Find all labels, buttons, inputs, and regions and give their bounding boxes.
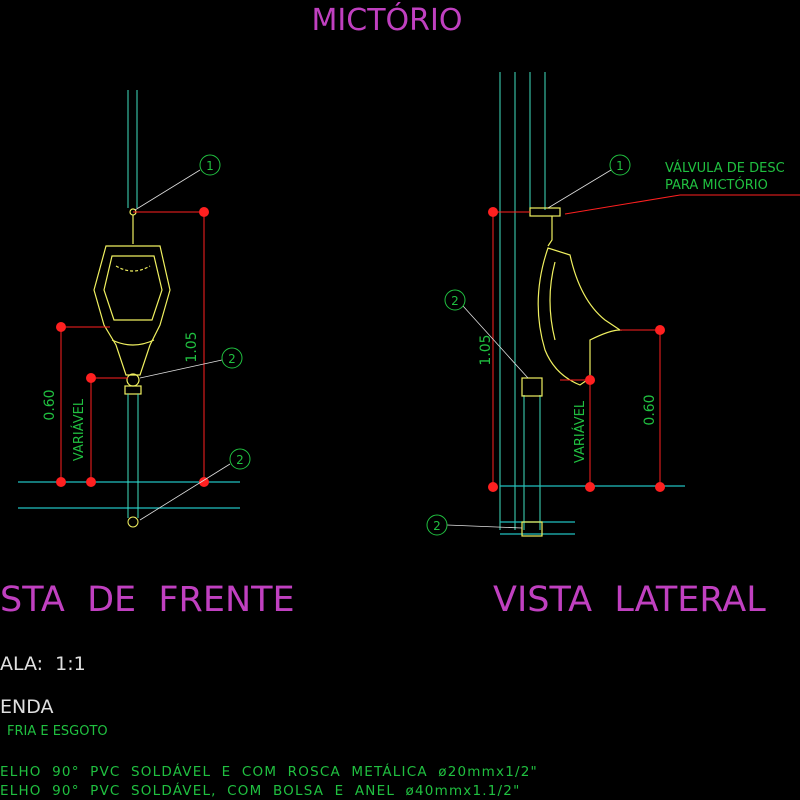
floor-lines	[500, 485, 685, 535]
side-dim-total: 1.05	[478, 334, 494, 365]
front-view-label: STA DE FRENTE	[0, 580, 295, 620]
dimension-points	[488, 207, 665, 492]
side-dim-height: 0.60	[642, 394, 658, 425]
legend-subtitle: FRIA E ESGOTO	[7, 724, 108, 739]
supply-pipe	[127, 90, 138, 208]
side-dim-variable: VARIÁVEL	[572, 400, 588, 463]
leaders	[134, 169, 231, 521]
front-view: 1.05 0.60 VARIÁVEL 1 2 2 STA DE FRENTE	[0, 90, 295, 620]
front-dim-variable: VARIÁVEL	[71, 398, 87, 461]
front-dim-height: 0.60	[42, 389, 58, 420]
drawing-title: MICTÓRIO	[312, 1, 463, 38]
side-view: 1.05 0.60 VARIÁVEL 1 2 2 VÁLVULA DE DESC…	[426, 72, 800, 620]
dimension-lines	[492, 194, 800, 487]
valve-note-line1: VÁLVULA DE DESC	[665, 160, 785, 176]
front-dim-total: 1.05	[184, 331, 200, 362]
leaders	[446, 169, 612, 529]
side-callout-2b: 2	[433, 519, 441, 533]
dimension-lines	[60, 211, 205, 482]
waste-pipe	[127, 394, 139, 528]
wall-lines	[499, 72, 546, 530]
legend-item-2: ELHO 90° PVC SOLDÁVEL, COM BOLSA E ANEL …	[0, 782, 521, 799]
callout-circles	[426, 154, 631, 536]
legend-item-1: ELHO 90° PVC SOLDÁVEL E COM ROSCA METÁLI…	[0, 763, 538, 780]
front-callout-2a: 2	[228, 352, 236, 366]
side-callout-2a: 2	[451, 294, 459, 308]
urinal-front	[93, 208, 171, 395]
urinal-side	[521, 207, 622, 537]
legend-title: ENDA	[0, 696, 54, 718]
side-callout-1: 1	[616, 159, 624, 173]
front-callout-1: 1	[206, 159, 214, 173]
callout-circles	[199, 154, 251, 470]
front-callout-2b: 2	[236, 453, 244, 467]
valve-note-line2: PARA MICTÓRIO	[665, 177, 768, 193]
dimension-points	[56, 207, 209, 487]
scale-label: ALA: 1:1	[0, 653, 86, 675]
side-view-label: VISTA LATERAL	[493, 580, 766, 620]
